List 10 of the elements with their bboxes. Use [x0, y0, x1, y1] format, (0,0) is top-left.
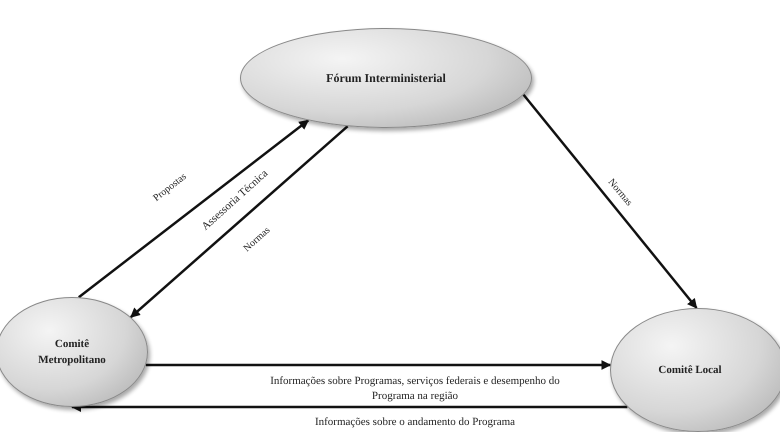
node-label: Fórum Interministerial: [326, 70, 446, 87]
arrow: [146, 360, 612, 370]
edge-label: Informações sobre o andamento do Programa: [314, 415, 516, 430]
arrow: [130, 125, 348, 318]
node-label: Comitê Metropolitano: [37, 336, 107, 368]
arrow: [78, 119, 310, 298]
arrow: [522, 94, 698, 309]
ellipse-node: [0, 297, 148, 407]
edge-label: Informações sobre Programas, serviços federais e desempenho do Programa na região: [269, 374, 561, 404]
node-label: Comitê Local: [658, 362, 722, 378]
